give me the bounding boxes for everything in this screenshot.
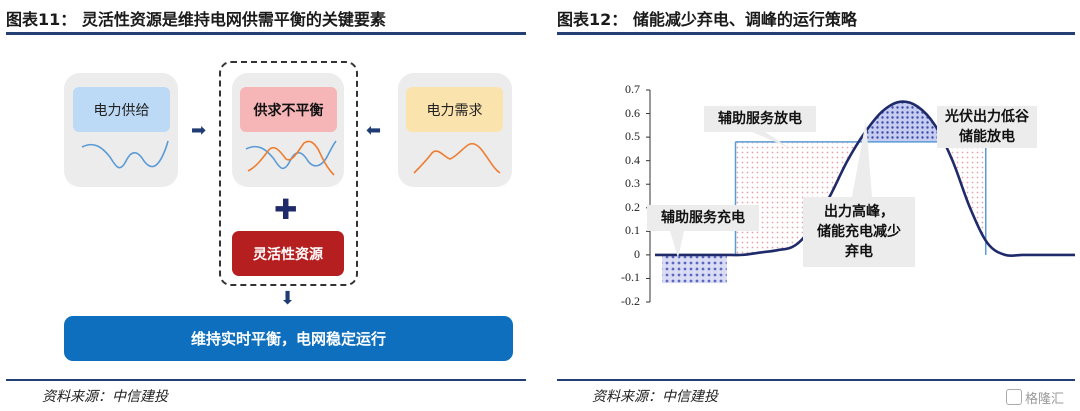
callout-pv-valley: 光伏出力低谷 储能放电 (937, 106, 1037, 148)
arrow-right-icon: ➡ (191, 120, 207, 141)
y-tick-label: 0.2 (625, 199, 640, 214)
y-tick-label: 0.1 (625, 223, 640, 238)
demand-curve (413, 142, 501, 174)
callout-peak: 出力高峰， 储能充电减少 弃电 (803, 197, 915, 267)
pointer-peak (852, 120, 872, 197)
y-tick-label: 0.6 (625, 105, 640, 120)
pointer-aux-discharge (752, 132, 790, 148)
stable-operation-banner: 维持实时平衡，电网稳定运行 (64, 316, 513, 361)
callout-aux-charge: 辅助服务充电 (647, 205, 759, 231)
figure12-top-rule (557, 32, 1075, 35)
imbalance-label: 供求不平衡 (240, 87, 337, 132)
figure11-source: 资料来源：中信建投 (42, 389, 168, 405)
demand-label: 电力需求 (406, 87, 503, 132)
supply-card: 电力供给 (64, 73, 178, 187)
pink-fill-right (943, 141, 986, 255)
pointer-aux-charge (670, 231, 684, 258)
arrow-down-icon: ⬇ (280, 288, 296, 309)
y-tick-label: -0.1 (621, 270, 640, 285)
imbalance-curves (245, 140, 337, 176)
imbalance-card: 供求不平衡 (232, 73, 344, 187)
demand-card: 电力需求 (398, 73, 512, 187)
arrow-left-icon: ⬅ (366, 120, 382, 141)
y-tick-label: 0.4 (625, 152, 640, 167)
y-tick-label: 0.3 (625, 176, 640, 191)
y-tick-label: 0 (634, 246, 640, 261)
figure12-bottom-rule (557, 379, 1075, 381)
callout-peak-line1: 出力高峰， (824, 204, 894, 220)
flexibility-resource-box: 灵活性资源 (232, 231, 344, 276)
figure11-top-rule (6, 32, 526, 35)
callout-peak-line3: 弃电 (845, 244, 873, 260)
callout-pv-valley-line1: 光伏出力低谷 (945, 109, 1029, 125)
watermark: 格隆汇 (1006, 388, 1064, 407)
callout-peak-line2: 储能充电减少 (817, 224, 901, 240)
figure11-title: 图表11： 灵活性资源是维持电网供需平衡的关键要素 (6, 10, 386, 29)
y-tick-label: 0.7 (625, 82, 640, 96)
figure12-source: 资料来源：中信建投 (592, 389, 718, 405)
watermark-text: 格隆汇 (1025, 392, 1065, 407)
y-tick-label: -0.2 (621, 294, 640, 308)
figure11-bottom-rule (6, 379, 526, 381)
watermark-logo-icon (1006, 389, 1022, 405)
figure12-title: 图表12： 储能减少弃电、调峰的运行策略 (557, 10, 857, 29)
y-tick-label: 0.5 (625, 129, 640, 144)
peak-fill (859, 101, 944, 142)
plus-icon: ✚ (274, 193, 298, 226)
callout-pv-valley-line2: 储能放电 (959, 129, 1015, 145)
callout-aux-discharge: 辅助服务放电 (704, 106, 816, 132)
charge-fill (662, 254, 727, 284)
supply-label: 电力供给 (73, 87, 170, 132)
imbalance-dashed-container (219, 61, 358, 286)
supply-curve (81, 140, 169, 169)
